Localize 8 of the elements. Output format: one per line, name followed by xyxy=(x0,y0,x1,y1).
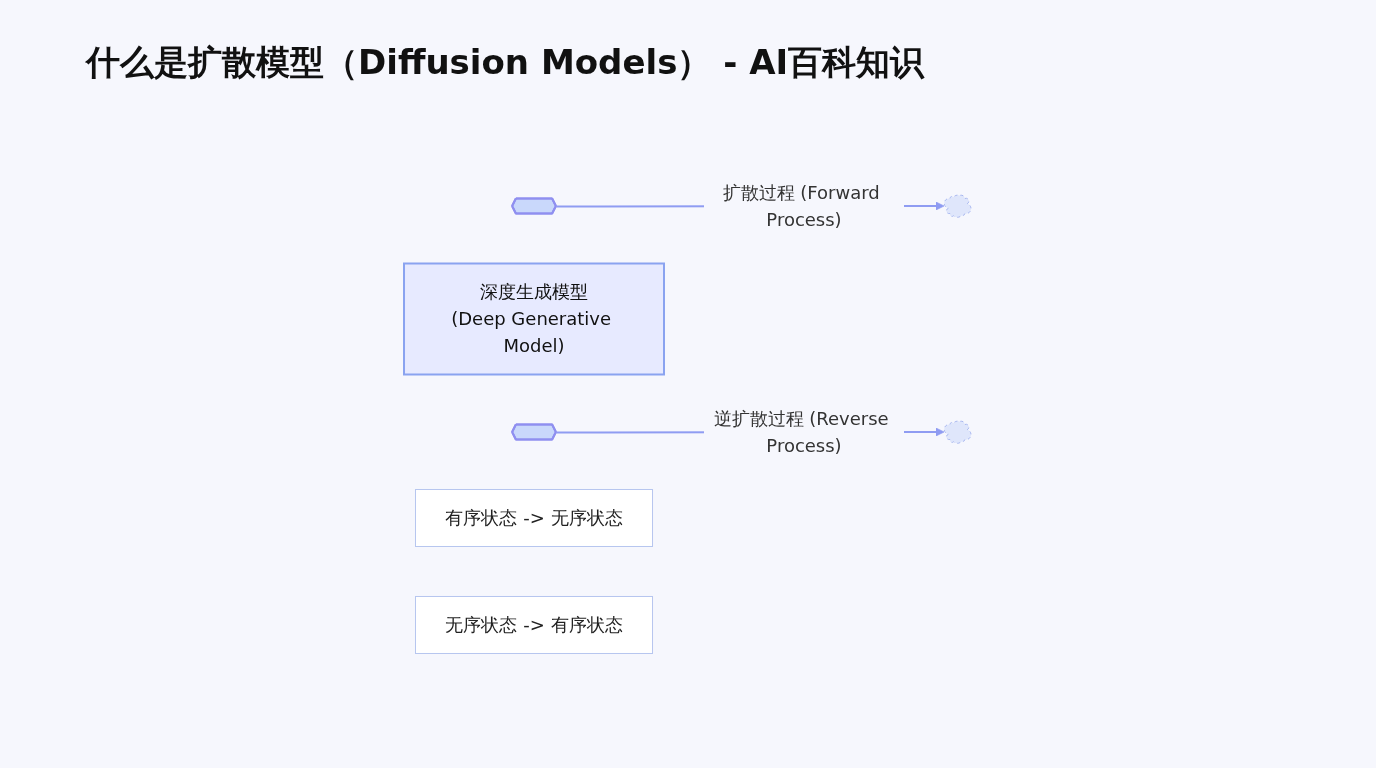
node-box: 有序状态 -> 无序状态 xyxy=(415,488,654,547)
page-title: 什么是扩散模型（Diffusion Models） - AI百科知识 xyxy=(86,41,926,84)
node-box: 无序状态 -> 有序状态 xyxy=(415,595,654,654)
edge-label: 扩散过程 (Forward Process) xyxy=(723,181,881,230)
node-box: 深度生成模型 (Deep Generative Model) xyxy=(403,262,666,376)
edge-label: 逆扩散过程 (Reverse Process) xyxy=(714,407,890,456)
node-cloud xyxy=(944,420,972,444)
node-cloud xyxy=(944,194,972,218)
